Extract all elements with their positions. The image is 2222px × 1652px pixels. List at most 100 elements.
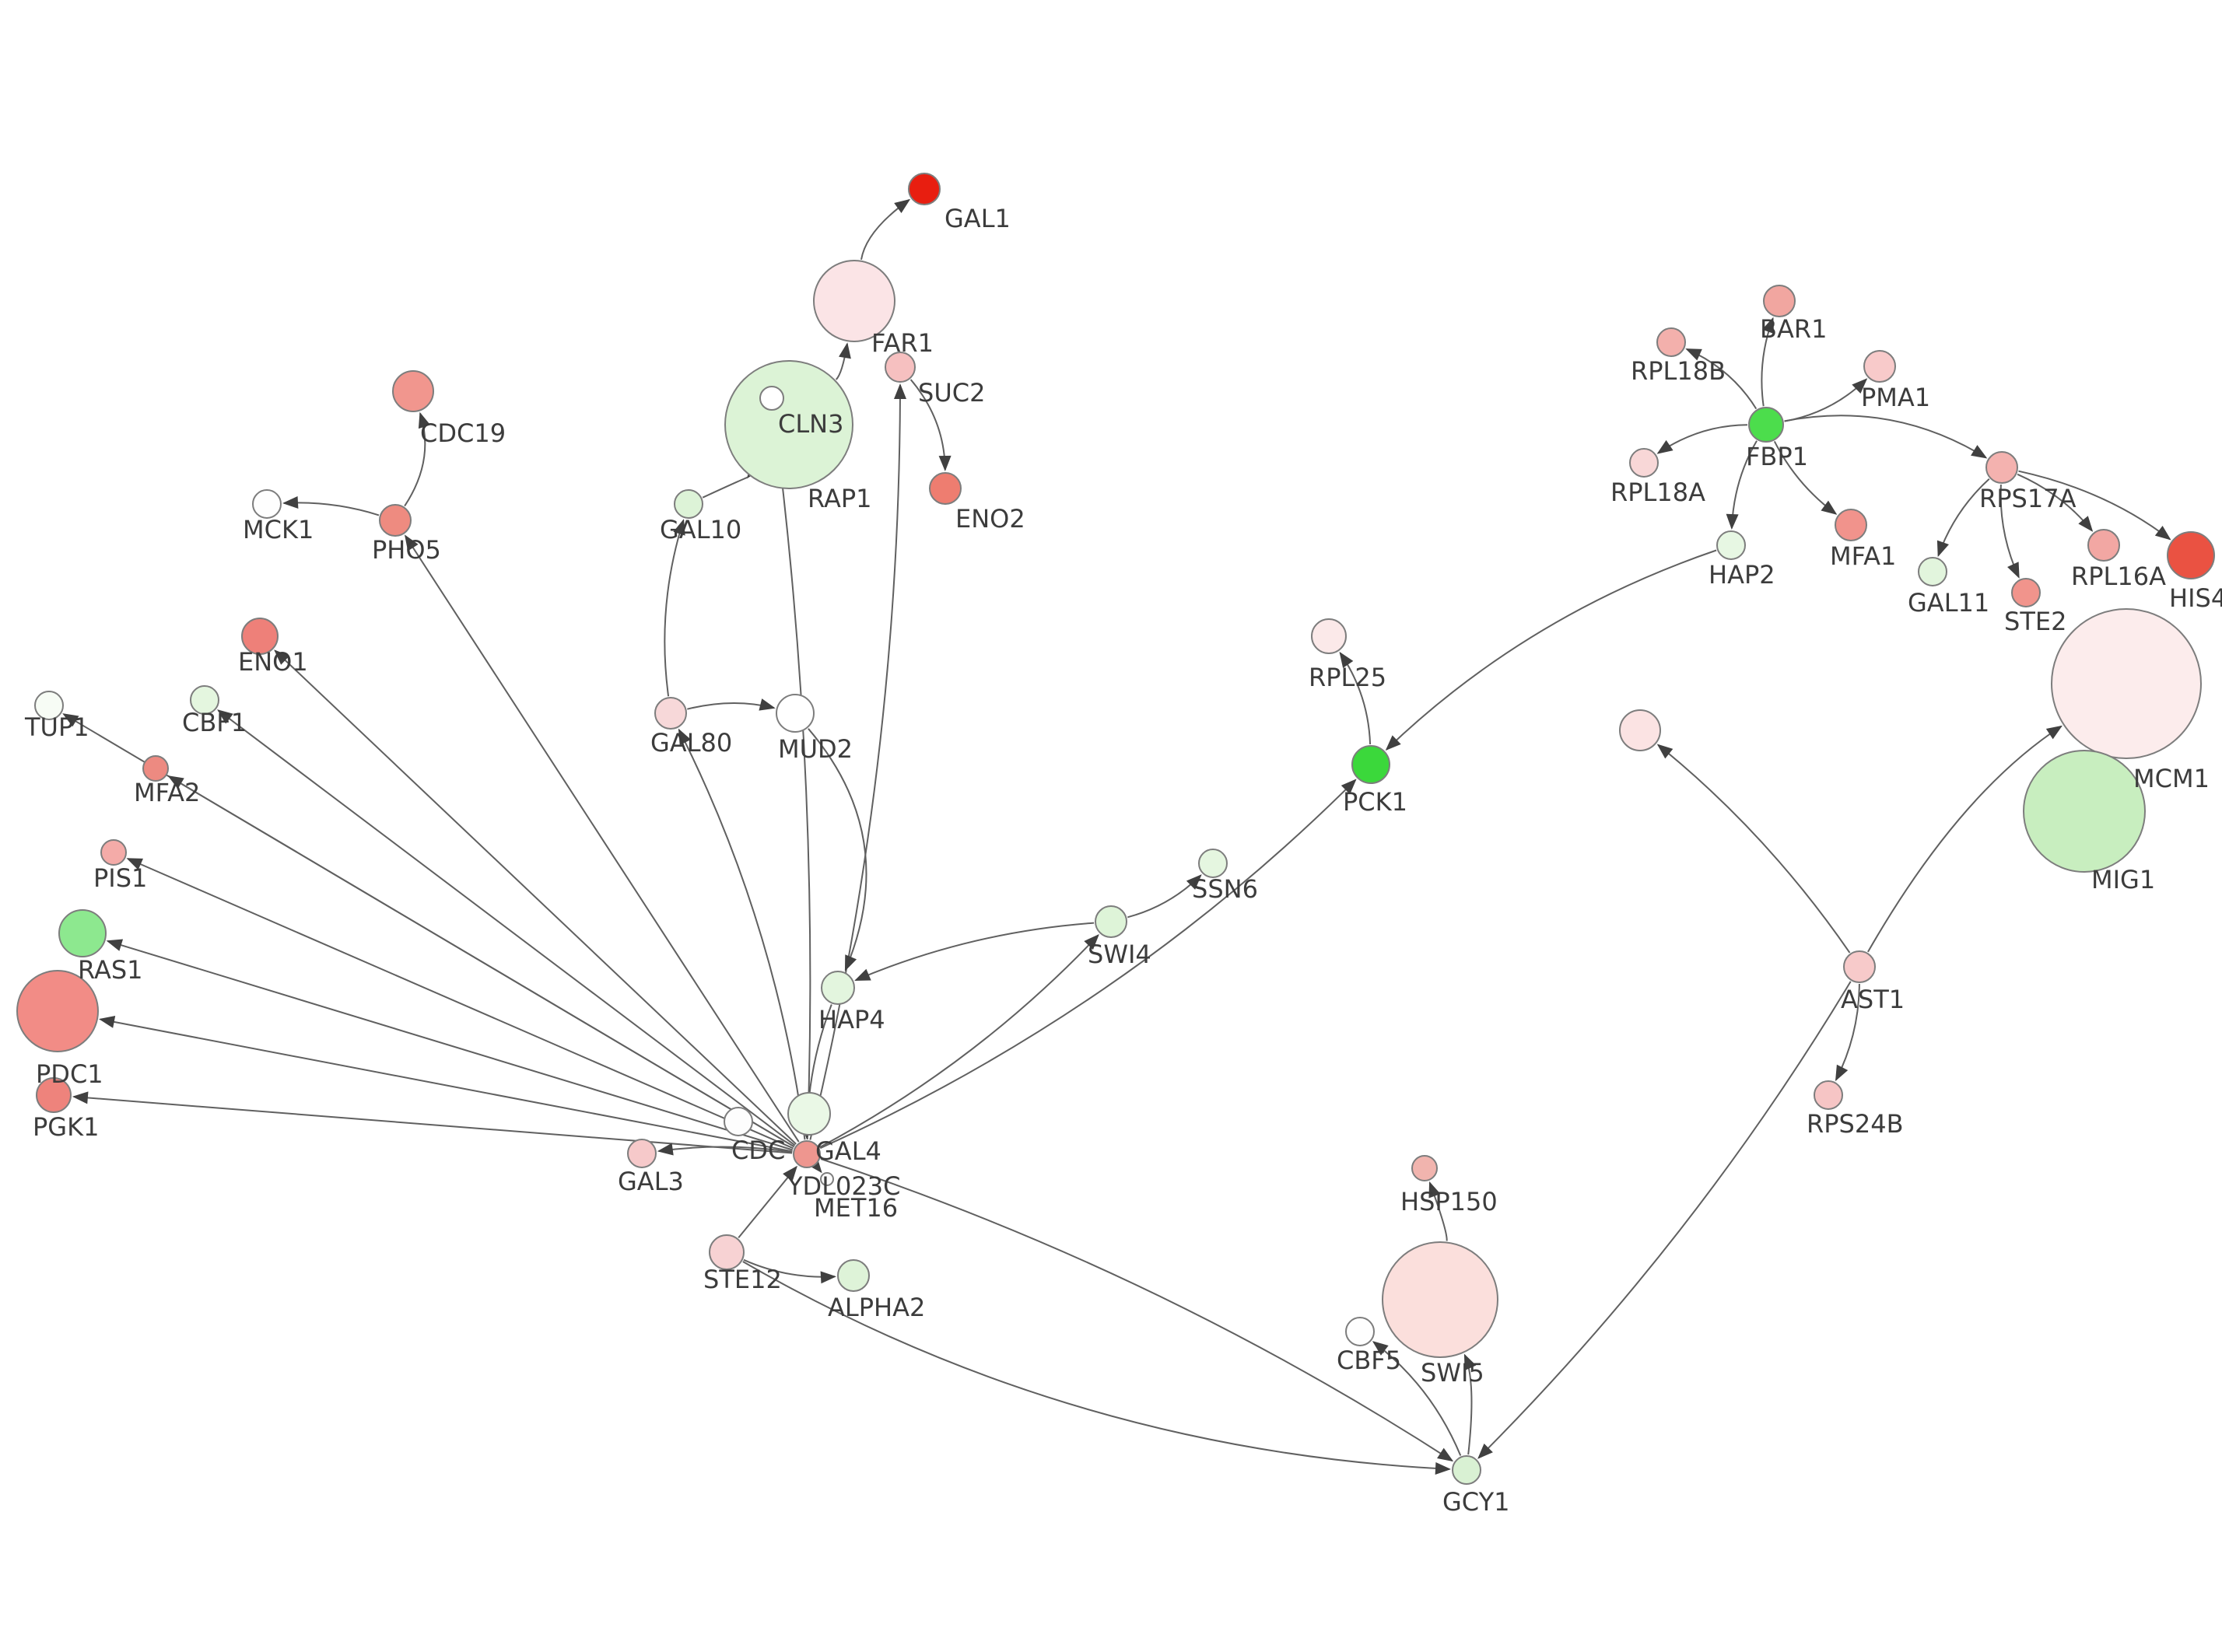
node-rpl18b[interactable] — [1656, 327, 1686, 357]
node-rpl18a[interactable] — [1629, 448, 1659, 478]
node-label-alpha2: ALPHA2 — [828, 1293, 925, 1322]
node-label-gal10: GAL10 — [660, 515, 741, 544]
node-label-ste12: STE12 — [703, 1265, 782, 1294]
node-pis1[interactable] — [100, 839, 127, 866]
node-pck1[interactable] — [1351, 745, 1390, 784]
node-label-gal1: GAL1 — [945, 204, 1011, 233]
edge-fbp1-pma1 — [1784, 378, 1868, 422]
node-label-hap4: HAP4 — [818, 1005, 885, 1034]
edge-ste12-alpha2 — [743, 1258, 836, 1284]
edge-far1-gal1 — [860, 198, 911, 260]
node-bar1[interactable] — [1763, 285, 1796, 317]
edge-gal80-gal10 — [664, 519, 685, 697]
node-alpha2[interactable] — [837, 1259, 870, 1292]
node-ste12[interactable] — [709, 1234, 745, 1270]
node-ydl023c[interactable] — [787, 1092, 831, 1136]
node-ste2[interactable] — [2011, 578, 2041, 607]
node-mcm1[interactable] — [2051, 608, 2202, 759]
node-label-suc2: SUC2 — [918, 378, 985, 408]
node-label-fbp1: FBP1 — [1746, 442, 1808, 471]
node-cbf1[interactable] — [190, 685, 219, 715]
node-label-pdc1: PDC1 — [36, 1059, 103, 1089]
node-ras1[interactable] — [58, 909, 107, 957]
edge-fbp1-hap2 — [1726, 440, 1758, 530]
edge-swi4-ssn6 — [1127, 874, 1202, 919]
node-hap2[interactable] — [1716, 530, 1746, 560]
edge-gal4-pck1 — [819, 779, 1357, 1150]
edge-fbp1-rps17a — [1784, 415, 1988, 459]
node-node1[interactable] — [1619, 709, 1661, 751]
node-label-swi5: SWI5 — [1421, 1358, 1484, 1388]
node-tup1[interactable] — [34, 691, 64, 720]
node-gal11[interactable] — [1918, 557, 1947, 586]
node-rps17a[interactable] — [1985, 451, 2018, 484]
node-label-rpl25: RPL25 — [1309, 663, 1386, 692]
node-ast1[interactable] — [1843, 950, 1876, 983]
node-gal1[interactable] — [908, 173, 941, 205]
node-label-hsp150: HSP150 — [1400, 1187, 1498, 1216]
node-hsp150[interactable] — [1411, 1155, 1438, 1181]
node-label-cln3: CLN3 — [778, 409, 843, 439]
node-swi4[interactable] — [1095, 905, 1127, 938]
node-cdc[interactable] — [724, 1107, 753, 1136]
node-mud2[interactable] — [776, 694, 815, 733]
node-gal10[interactable] — [674, 489, 703, 519]
node-pgk1[interactable] — [36, 1077, 72, 1113]
edge-swi4-hap4 — [854, 922, 1095, 982]
node-pho5[interactable] — [379, 504, 412, 537]
edge-pho5-cdc19 — [404, 411, 431, 507]
node-eno1[interactable] — [241, 618, 279, 655]
node-his4[interactable] — [2167, 531, 2215, 579]
edge-fbp1-rpl18a — [1656, 424, 1748, 454]
node-rps24b[interactable] — [1814, 1080, 1843, 1110]
node-mfa1[interactable] — [1835, 509, 1867, 541]
node-gal80[interactable] — [654, 697, 687, 730]
node-fbp1[interactable] — [1748, 407, 1784, 443]
node-swi5[interactable] — [1382, 1241, 1498, 1358]
node-far1[interactable] — [813, 260, 895, 342]
edge-gal4-pho5 — [405, 534, 800, 1143]
node-cln3[interactable] — [724, 360, 853, 489]
node-met16[interactable] — [820, 1172, 834, 1186]
node-label-rpl18a: RPL18A — [1610, 478, 1705, 507]
node-ssn6[interactable] — [1198, 849, 1228, 878]
node-rpl25[interactable] — [1311, 618, 1347, 654]
edge-suc2-eno2 — [909, 379, 952, 471]
node-rpl16a[interactable] — [2087, 529, 2120, 562]
node-suc2[interactable] — [885, 352, 916, 383]
node-gcy1[interactable] — [1452, 1455, 1481, 1485]
node-rap1[interactable] — [759, 386, 784, 411]
edge-gal10-cln3 — [702, 462, 762, 499]
node-pma1[interactable] — [1863, 350, 1896, 383]
node-label-met16: MET16 — [814, 1193, 898, 1223]
edge-gal4-cbf1 — [217, 709, 796, 1146]
node-gal4[interactable] — [793, 1140, 821, 1168]
edge-rps17a-his4 — [2018, 470, 2171, 541]
node-label-eno2: ENO2 — [955, 504, 1025, 534]
node-mig1[interactable] — [2023, 750, 2146, 873]
edge-ast1-gcy1 — [1477, 981, 1852, 1459]
edge-ste12-gal4 — [738, 1165, 797, 1239]
node-label-pgk1: PGK1 — [33, 1112, 99, 1142]
edge-gal4-gal80 — [678, 728, 806, 1140]
node-label-ras1: RAS1 — [78, 955, 143, 985]
edge-hap2-pck1 — [1385, 549, 1717, 751]
edge-gal4-eno1 — [274, 649, 797, 1145]
node-hap4[interactable] — [821, 971, 855, 1005]
node-cbf5[interactable] — [1345, 1317, 1375, 1346]
edge-pho5-mck1 — [282, 495, 380, 516]
node-label-rpl18b: RPL18B — [1631, 356, 1726, 386]
edge-rps17a-rpl16a — [2017, 473, 2094, 532]
node-mck1[interactable] — [252, 489, 282, 519]
node-pdc1[interactable] — [16, 970, 99, 1052]
edge-gal4-pdc1 — [99, 1016, 793, 1153]
node-label-pho5: PHO5 — [372, 535, 441, 565]
node-eno2[interactable] — [929, 472, 962, 505]
node-label-gal4: GAL4 — [815, 1136, 881, 1166]
node-mfa2[interactable] — [142, 755, 169, 782]
node-gal3[interactable] — [627, 1139, 657, 1168]
node-cdc19[interactable] — [392, 370, 434, 412]
edge-ast1-rps24b — [1835, 983, 1860, 1082]
node-label-pma1: PMA1 — [1861, 383, 1930, 412]
